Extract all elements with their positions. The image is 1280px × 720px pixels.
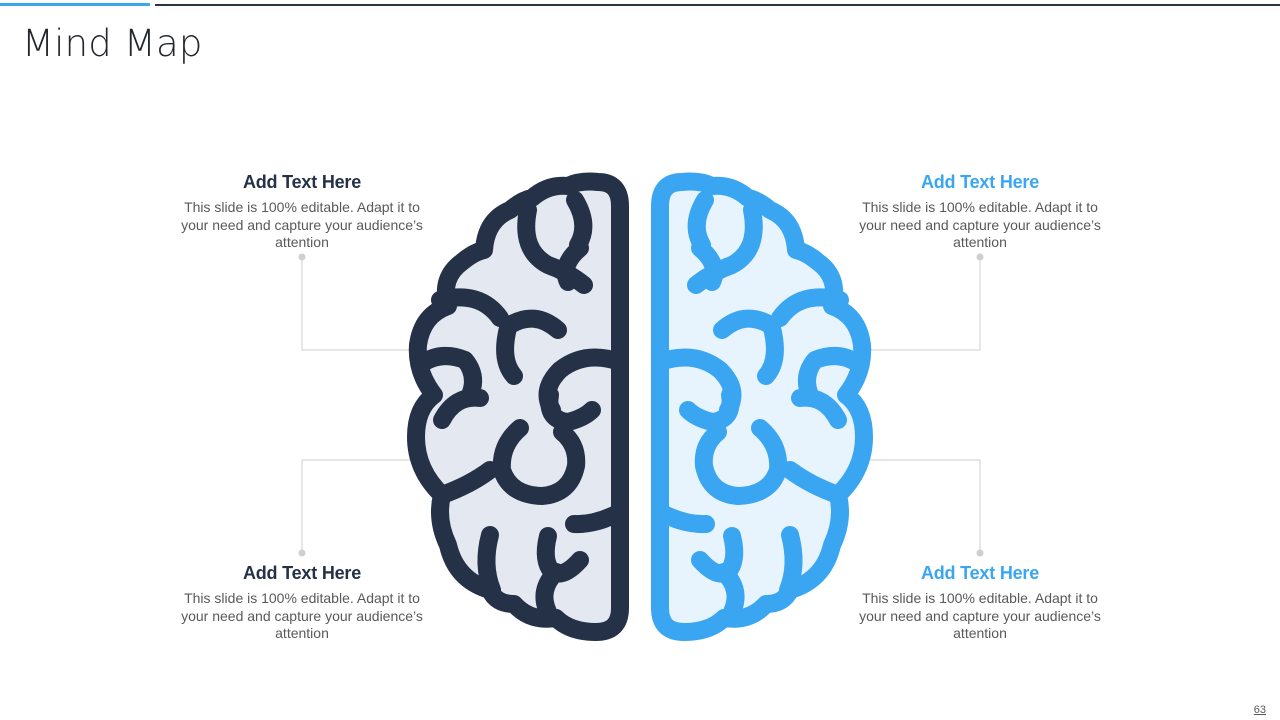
block-body: This slide is 100% editable. Adapt it to… xyxy=(181,199,423,250)
block-heading: Add Text Here xyxy=(920,172,1040,192)
connector-bottom-left xyxy=(301,459,460,553)
block-body: This slide is 100% editable. Adapt it to… xyxy=(181,590,423,641)
block-heading: Add Text Here xyxy=(242,563,362,583)
block-heading: Add Text Here xyxy=(920,563,1040,583)
brain-right-hemisphere xyxy=(651,172,873,641)
block-heading: Add Text Here xyxy=(242,172,362,192)
top-accent-bar xyxy=(0,3,150,6)
block-body: This slide is 100% editable. Adapt it to… xyxy=(859,590,1101,641)
slide-title: Mind Map xyxy=(22,22,203,65)
connector-dot-top-right xyxy=(976,253,984,261)
block-body: This slide is 100% editable. Adapt it to… xyxy=(859,199,1101,250)
connector-dot-bottom-right xyxy=(976,549,984,557)
brain-left-hemisphere xyxy=(407,172,629,641)
page-number[interactable]: 63 xyxy=(1253,704,1266,716)
text-block-bottom-left: Add Text Here This slide is 100% editabl… xyxy=(177,563,427,643)
brain-icon xyxy=(407,172,873,641)
text-block-bottom-right: Add Text Here This slide is 100% editabl… xyxy=(855,563,1105,643)
text-block-top-right: Add Text Here This slide is 100% editabl… xyxy=(855,172,1105,252)
top-divider-bar xyxy=(155,4,1280,6)
connector-top-left xyxy=(301,257,460,351)
connector-dot-top-left xyxy=(298,253,306,261)
connector-dot-bottom-left xyxy=(298,549,306,557)
text-block-top-left: Add Text Here This slide is 100% editabl… xyxy=(177,172,427,252)
